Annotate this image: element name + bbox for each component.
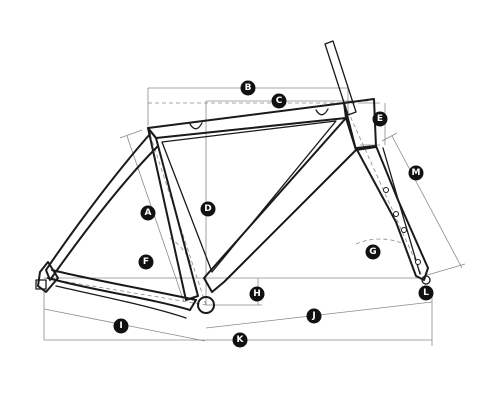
badge-I: I bbox=[113, 318, 129, 334]
svg-text:E: E bbox=[377, 114, 383, 124]
front-triangle-inner bbox=[161, 120, 337, 273]
bottom-bracket bbox=[197, 296, 215, 314]
tt-cable-port-front bbox=[315, 108, 329, 116]
fork-mount-bolts bbox=[383, 187, 421, 265]
svg-text:B: B bbox=[245, 83, 252, 93]
seat-stay bbox=[45, 133, 159, 281]
top-tube bbox=[147, 102, 347, 139]
tt-cable-port-rear bbox=[189, 122, 203, 130]
chain-stay-lower bbox=[55, 285, 187, 319]
badge-E: E bbox=[372, 111, 388, 127]
svg-text:G: G bbox=[369, 247, 376, 257]
fork bbox=[355, 145, 429, 281]
rear-dropout bbox=[37, 261, 59, 293]
chain-stay bbox=[47, 269, 197, 311]
derailleur-hanger bbox=[35, 279, 47, 290]
badge-A: A bbox=[140, 205, 156, 221]
svg-text:J: J bbox=[311, 311, 315, 321]
svg-text:F: F bbox=[143, 257, 149, 267]
svg-text:D: D bbox=[204, 204, 211, 214]
badge-J: J bbox=[306, 308, 322, 324]
svg-text:C: C bbox=[276, 96, 283, 106]
badge-F: F bbox=[138, 254, 154, 270]
badge-K: K bbox=[232, 332, 248, 348]
badge-L: L bbox=[418, 285, 434, 301]
bike-frame bbox=[35, 40, 431, 319]
badge-H: H bbox=[249, 286, 265, 302]
badge-B: B bbox=[240, 80, 256, 96]
svg-text:K: K bbox=[237, 335, 245, 345]
front-dropout bbox=[421, 275, 431, 285]
down-tube bbox=[203, 117, 357, 293]
svg-text:H: H bbox=[253, 289, 261, 299]
svg-text:A: A bbox=[145, 208, 152, 218]
badge-C: C bbox=[271, 93, 287, 109]
svg-text:M: M bbox=[412, 168, 421, 178]
svg-text:I: I bbox=[119, 321, 122, 331]
seat-tube bbox=[147, 127, 199, 301]
badge-M: M bbox=[408, 165, 424, 181]
svg-text:L: L bbox=[423, 288, 429, 298]
seatpost bbox=[324, 40, 357, 116]
badge-G: G bbox=[365, 244, 381, 260]
badge-D: D bbox=[200, 201, 216, 217]
